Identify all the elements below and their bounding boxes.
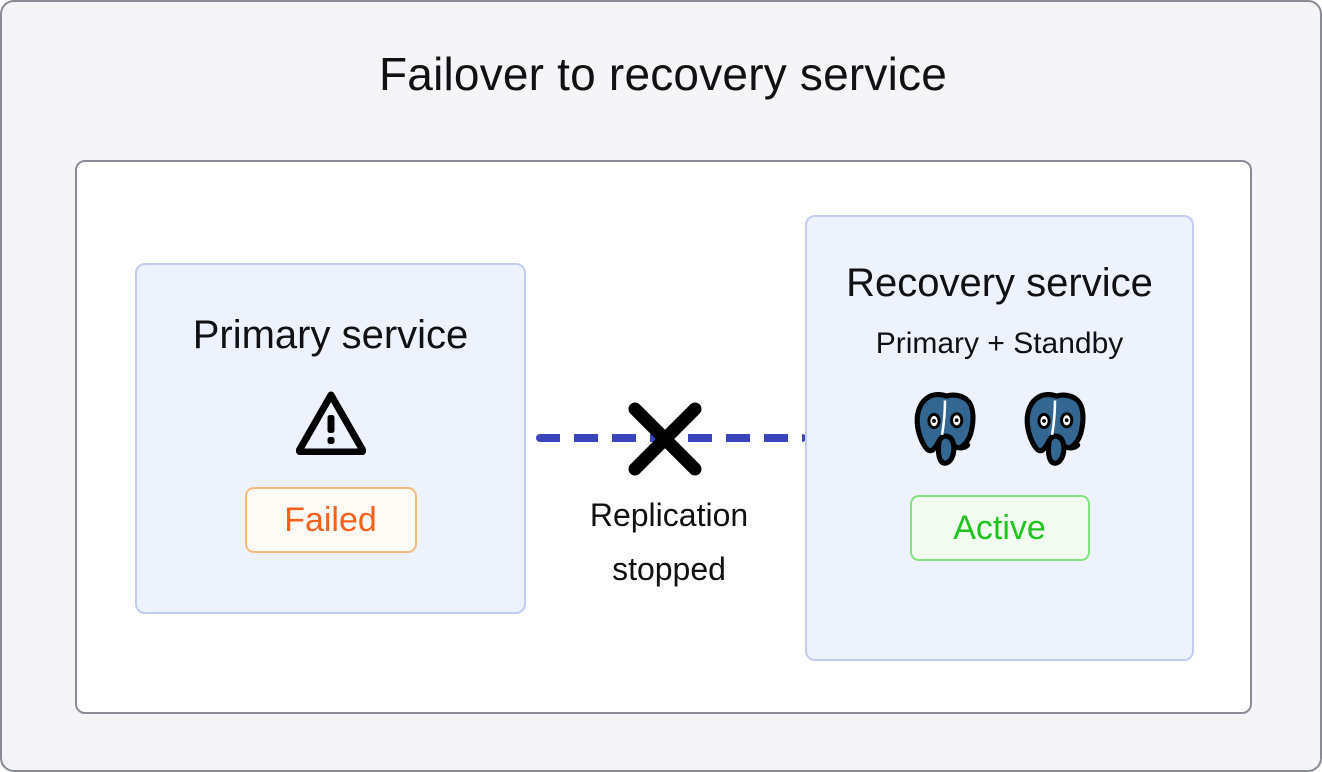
recovery-service-title: Recovery service (846, 261, 1153, 305)
status-badge-active[interactable]: Active (909, 495, 1090, 561)
recovery-service-subtitle: Primary + Standby (875, 327, 1124, 360)
replication-status-label: Replication stopped (536, 488, 802, 597)
page-title: Failover to recovery service (379, 48, 947, 100)
primary-service-title: Primary service (192, 313, 469, 357)
postgres-elephant-icon (914, 392, 976, 466)
recovery-service-card: Recovery service Primary + Standby (805, 215, 1194, 661)
postgres-logo-row (908, 391, 1092, 467)
diagram-panel: Primary service Failed Replication stopp… (75, 160, 1252, 714)
status-badge-failed[interactable]: Failed (244, 487, 417, 553)
warning-triangle-icon (295, 391, 366, 455)
replication-label-line1: Replication (589, 497, 749, 533)
cross-mark-icon (628, 402, 702, 476)
primary-service-card: Primary service Failed (135, 263, 526, 614)
replication-label-line2: stopped (612, 551, 726, 588)
postgres-elephant-icon (1024, 392, 1086, 466)
